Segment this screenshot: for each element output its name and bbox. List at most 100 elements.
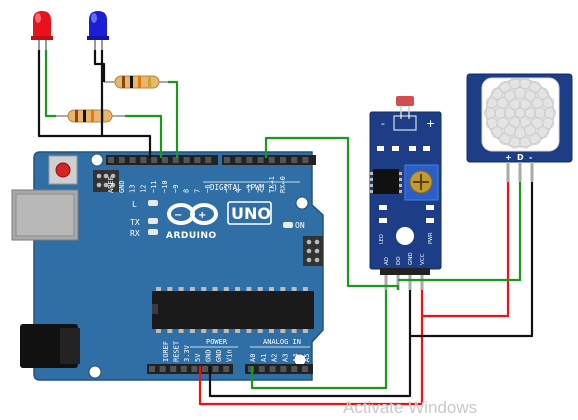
wires (37, 50, 534, 406)
digital-pin-label: ~10 (161, 180, 169, 193)
header-hole[interactable] (194, 157, 201, 163)
analog-pin-label: A1 (260, 354, 268, 362)
wire-red-led-cathode[interactable] (37, 50, 152, 158)
header-hole[interactable] (162, 157, 168, 163)
digital-pin-label: ~5 (223, 185, 231, 193)
digital-pin-label: TX→1 (268, 176, 276, 193)
digital-pin-label: GND (118, 180, 126, 193)
wire-ldr-do-to-pin5[interactable] (264, 136, 400, 290)
header-hole[interactable] (291, 157, 298, 163)
resistor-red-led[interactable] (56, 109, 125, 123)
arduino-logo (167, 203, 218, 225)
wire-red-led-to-pin13[interactable] (125, 114, 163, 158)
header-hole[interactable] (223, 366, 230, 372)
header-hole[interactable] (235, 157, 242, 163)
pir-pin-label: D (517, 153, 524, 162)
header-hole[interactable] (302, 157, 309, 163)
header-hole[interactable] (170, 366, 177, 372)
wire-blue-led-to-pin12[interactable] (168, 80, 179, 158)
wire-ldr-gnd[interactable] (208, 290, 412, 398)
header-hole[interactable] (257, 157, 264, 163)
digital-pin-label: ~11 (150, 180, 158, 193)
digital-pin-label: RX←0 (279, 176, 287, 193)
svg-text:−: − (174, 210, 182, 221)
header-hole[interactable] (172, 157, 179, 163)
digital-pin-label: 8 (183, 189, 191, 193)
ldr-pin-label: DO (396, 256, 402, 265)
wire-ldr-ao-to-a0[interactable] (250, 290, 388, 390)
resistor-blue-led[interactable] (104, 75, 168, 89)
led-label: LED (379, 234, 385, 244)
power-label: POWER (206, 338, 228, 346)
analog-pin-label: A0 (249, 354, 257, 362)
atmega-chip (152, 287, 314, 333)
pir-pin-label: + (505, 153, 512, 162)
header-hole[interactable] (149, 366, 155, 372)
reset-button[interactable] (48, 155, 78, 185)
analog-pin-label: A3 (281, 354, 289, 362)
digital-pin-label: ~9 (172, 185, 180, 193)
pir-pin-label: - (529, 153, 532, 162)
header-hole[interactable] (224, 157, 230, 163)
tx-led (148, 218, 158, 224)
wire-pir-data[interactable] (398, 182, 522, 282)
header-hole[interactable] (183, 157, 190, 163)
header-hole[interactable] (269, 366, 276, 372)
uno-badge (227, 201, 272, 225)
on-label: ON (295, 221, 305, 230)
board-brand: ARDUINO (166, 231, 217, 241)
l-led (148, 200, 158, 206)
pwr-label: PWR (428, 232, 434, 244)
red-led[interactable] (31, 11, 53, 50)
power-pin-label: 5V (194, 353, 202, 362)
header-hole[interactable] (280, 157, 286, 163)
header-hole[interactable] (268, 157, 275, 163)
wire-ldr-vcc[interactable] (198, 290, 424, 406)
header-hole[interactable] (159, 366, 166, 372)
header-hole[interactable] (291, 366, 298, 372)
l-led-label: L (132, 200, 137, 209)
header-hole[interactable] (205, 157, 212, 163)
wire-blue-led-anode-to-resistor (93, 50, 106, 82)
header-hole[interactable] (108, 157, 114, 163)
header-hole[interactable] (280, 366, 287, 372)
analog-pin-label: A2 (271, 354, 279, 362)
wire-pir-gnd[interactable] (410, 182, 534, 338)
header-hole[interactable] (191, 366, 198, 372)
header-hole[interactable] (202, 366, 208, 372)
header-hole[interactable] (151, 157, 158, 163)
analog-pin-label: A4 (292, 354, 300, 362)
analog-label: ANALOG IN (263, 338, 301, 346)
power-pin-label: 3.3V (183, 344, 191, 362)
digital-pin-label: 2 (257, 189, 265, 193)
ldr-plus-label: + (426, 117, 435, 130)
header-hole[interactable] (129, 157, 136, 163)
module-status-led (396, 227, 414, 245)
header-hole[interactable] (118, 157, 125, 163)
ldr-pin-label: VCC (420, 253, 426, 265)
wire-pir-vcc[interactable] (422, 182, 510, 318)
pir-sensor[interactable]: + D- (466, 73, 573, 182)
icsp-header-right (303, 236, 323, 266)
digital-pin-label: 7 (193, 189, 201, 193)
blue-led[interactable] (87, 11, 109, 50)
header-hole[interactable] (212, 366, 219, 372)
mounting-hole (90, 153, 104, 167)
header-hole[interactable] (180, 366, 187, 372)
header-hole[interactable] (140, 157, 147, 163)
mounting-hole (88, 365, 102, 379)
ldr-minus-label: - (381, 117, 385, 130)
header-hole[interactable] (258, 366, 265, 372)
ldr-pin-label: GND (408, 252, 414, 265)
mounting-hole (295, 196, 309, 210)
power-header (147, 364, 233, 374)
header-hole[interactable] (246, 157, 253, 163)
power-pin-label: GND (215, 349, 223, 362)
power-pin-label: RESET (173, 340, 181, 362)
icsp-header-top (93, 170, 119, 192)
header-hole[interactable] (302, 366, 308, 372)
